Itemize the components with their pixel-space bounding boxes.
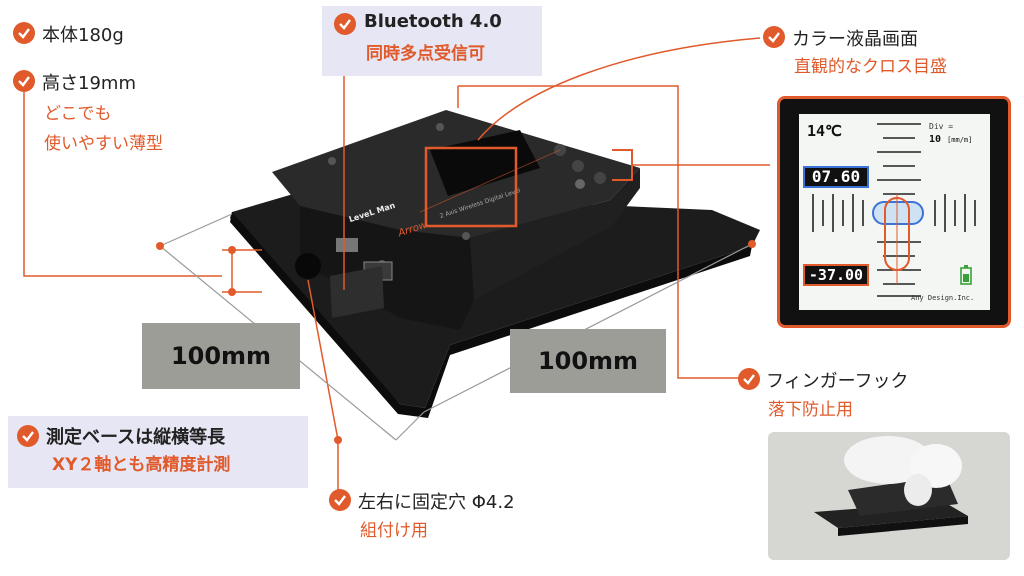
height-sub-2: 使いやすい薄型 (44, 134, 163, 154)
holes-title: 左右に固定穴 Φ4.2 (358, 492, 515, 513)
finger-hook-sub: 落下防止用 (768, 400, 853, 420)
lcd-brand: Any Design.Inc. (911, 294, 975, 302)
lcd-div-value: 10 [mm/m] (929, 134, 973, 145)
bluetooth-title: Bluetooth 4.0 (364, 11, 502, 32)
check-icon (763, 26, 785, 48)
check-icon (13, 70, 35, 92)
bluetooth-highlight (322, 6, 542, 76)
finger-hook-photo (768, 432, 1010, 560)
lcd-sub: 直観的なクロス目盛 (794, 57, 947, 77)
lcd-scale (812, 123, 976, 297)
usb-port (336, 238, 358, 252)
check-icon (17, 425, 39, 447)
fixing-hole (295, 253, 321, 279)
lcd-reading-top: 07.60 (803, 166, 869, 188)
device-screen (430, 130, 540, 196)
base-sub: XY２軸とも高精度計測 (52, 455, 231, 475)
device-button (572, 160, 584, 172)
finger-hook-title: フィンガーフック (766, 371, 909, 392)
lcd-screen: 14℃ Div = 10 [mm/m] 07.60 -37.00 Any Des… (799, 114, 990, 310)
height-title: 高さ19mm (42, 73, 136, 94)
bluetooth-sub: 同時多点受信可 (366, 44, 485, 64)
check-icon (329, 489, 351, 511)
check-icon (738, 368, 760, 390)
device-button (575, 179, 585, 189)
check-icon (13, 22, 35, 44)
dimension-label-left: 100mm (142, 323, 300, 389)
dimension-label-right: 100mm (510, 329, 666, 393)
lcd-temp: 14℃ (807, 122, 842, 140)
lcd-closeup: 14℃ Div = 10 [mm/m] 07.60 -37.00 Any Des… (777, 96, 1011, 328)
lcd-div-label: Div = (929, 122, 954, 131)
device-button (594, 172, 606, 184)
lcd-reading-bottom: -37.00 (803, 264, 869, 286)
check-icon (334, 13, 356, 35)
height-sub-1: どこでも (44, 104, 112, 124)
holes-sub: 組付け用 (360, 521, 428, 541)
base-highlight (8, 416, 308, 488)
lcd-title: カラー液晶画面 (792, 29, 918, 50)
base-title: 測定ベースは縦横等長 (46, 427, 226, 448)
weight-title: 本体180g (42, 25, 124, 46)
